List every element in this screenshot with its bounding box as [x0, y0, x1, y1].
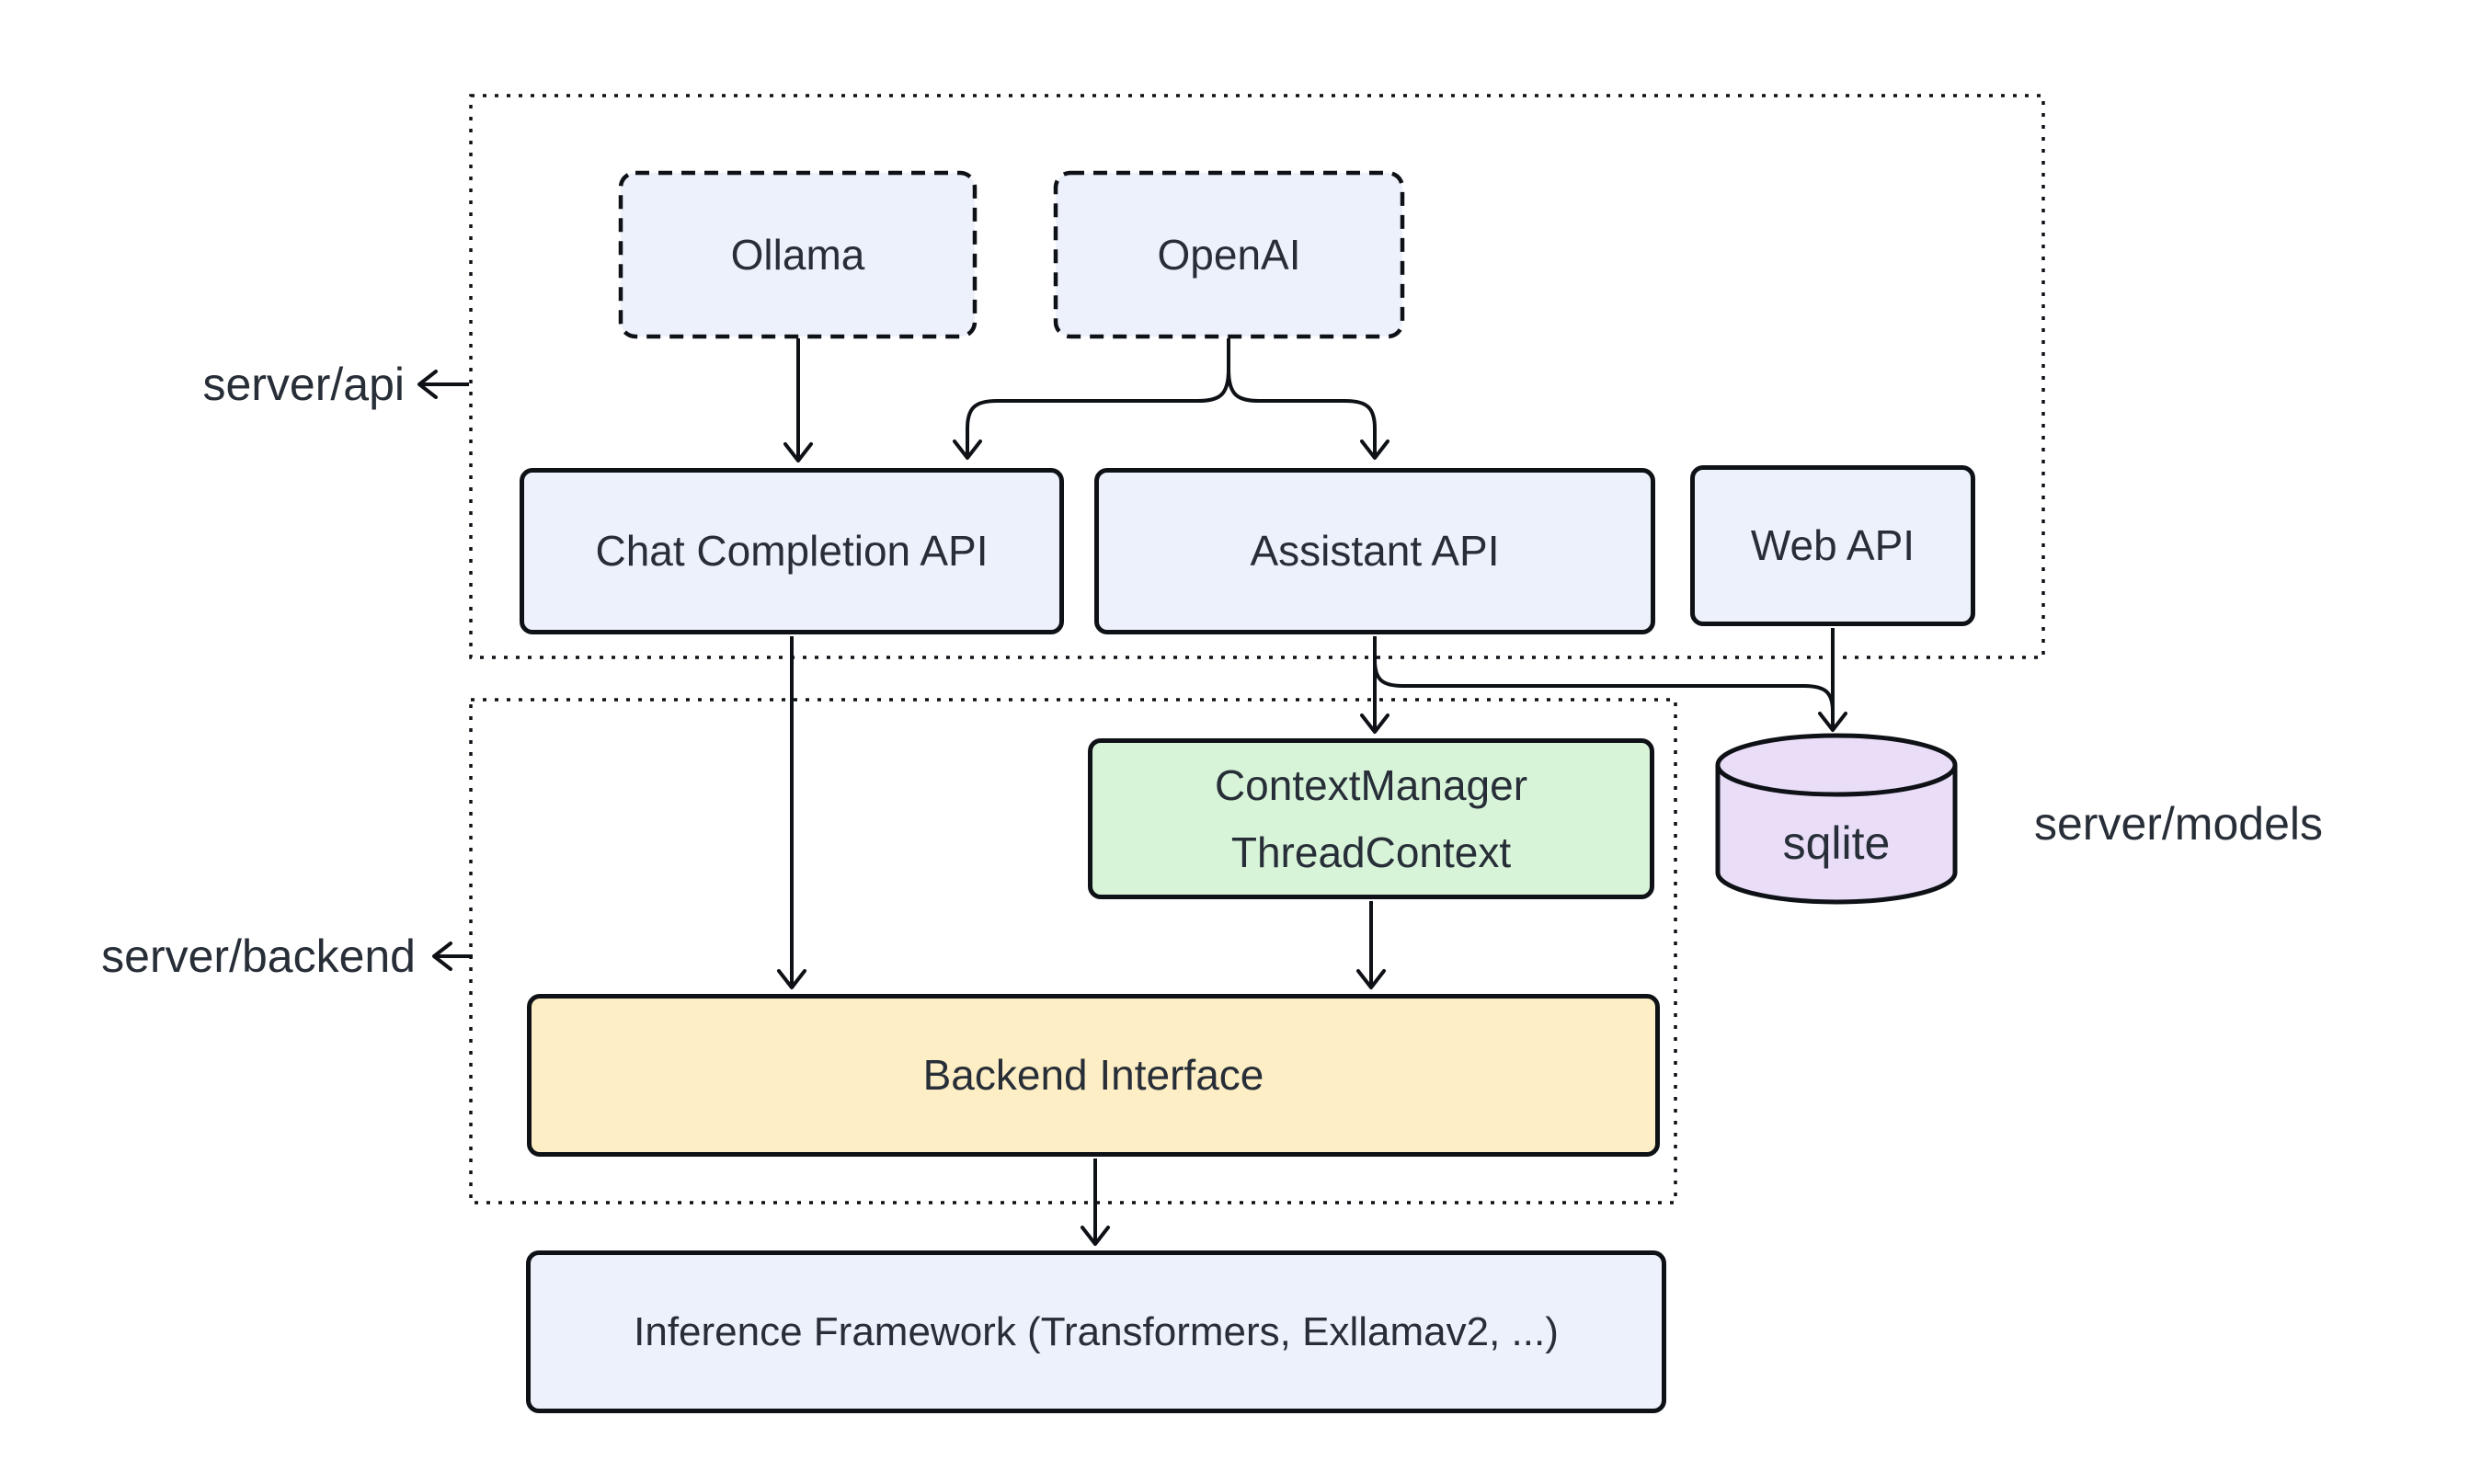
server-backend-label: server/backend: [101, 930, 416, 982]
node-chat-completion-api: Chat Completion API: [520, 468, 1064, 634]
node-context-manager-line2: ThreadContext: [1230, 828, 1512, 876]
node-sqlite-label: sqlite: [1782, 817, 1891, 869]
node-web-api-label: Web API: [1750, 521, 1915, 570]
server-api-container: [469, 94, 2045, 659]
node-backend-interface: Backend Interface: [527, 994, 1660, 1157]
node-context-manager: ContextManager ThreadContext: [1088, 738, 1654, 899]
node-openai: OpenAI: [1056, 173, 1402, 337]
node-backend-interface-label: Backend Interface: [922, 1051, 1264, 1100]
node-ollama-label: Ollama: [730, 230, 865, 279]
sqlite-cylinder-top: [1715, 733, 1958, 797]
node-inference-framework-label: Inference Framework (Transformers, Exlla…: [634, 1308, 1559, 1354]
server-models-label: server/models: [2034, 798, 2323, 850]
node-context-manager-line1: ContextManager: [1214, 761, 1528, 810]
sqlite-cylinder-body: [1715, 765, 1958, 905]
node-assistant-api: Assistant API: [1094, 468, 1655, 634]
server-api-label: server/api: [202, 359, 405, 410]
node-ollama: Ollama: [621, 173, 975, 337]
server-backend-container: [469, 698, 1677, 1204]
node-openai-label: OpenAI: [1157, 230, 1301, 279]
node-web-api: Web API: [1690, 465, 1975, 626]
edge-openai-to-assistant: [1227, 369, 1389, 460]
node-inference-framework: Inference Framework (Transformers, Exlla…: [526, 1250, 1666, 1413]
ollama-box-outline: [618, 170, 978, 339]
node-assistant-api-label: Assistant API: [1250, 527, 1500, 576]
edge-openai-to-chat-completion: [953, 369, 1230, 460]
openai-box-outline: [1053, 170, 1405, 339]
node-sqlite: sqlite: [1718, 793, 1955, 894]
node-chat-completion-api-label: Chat Completion API: [595, 527, 989, 576]
